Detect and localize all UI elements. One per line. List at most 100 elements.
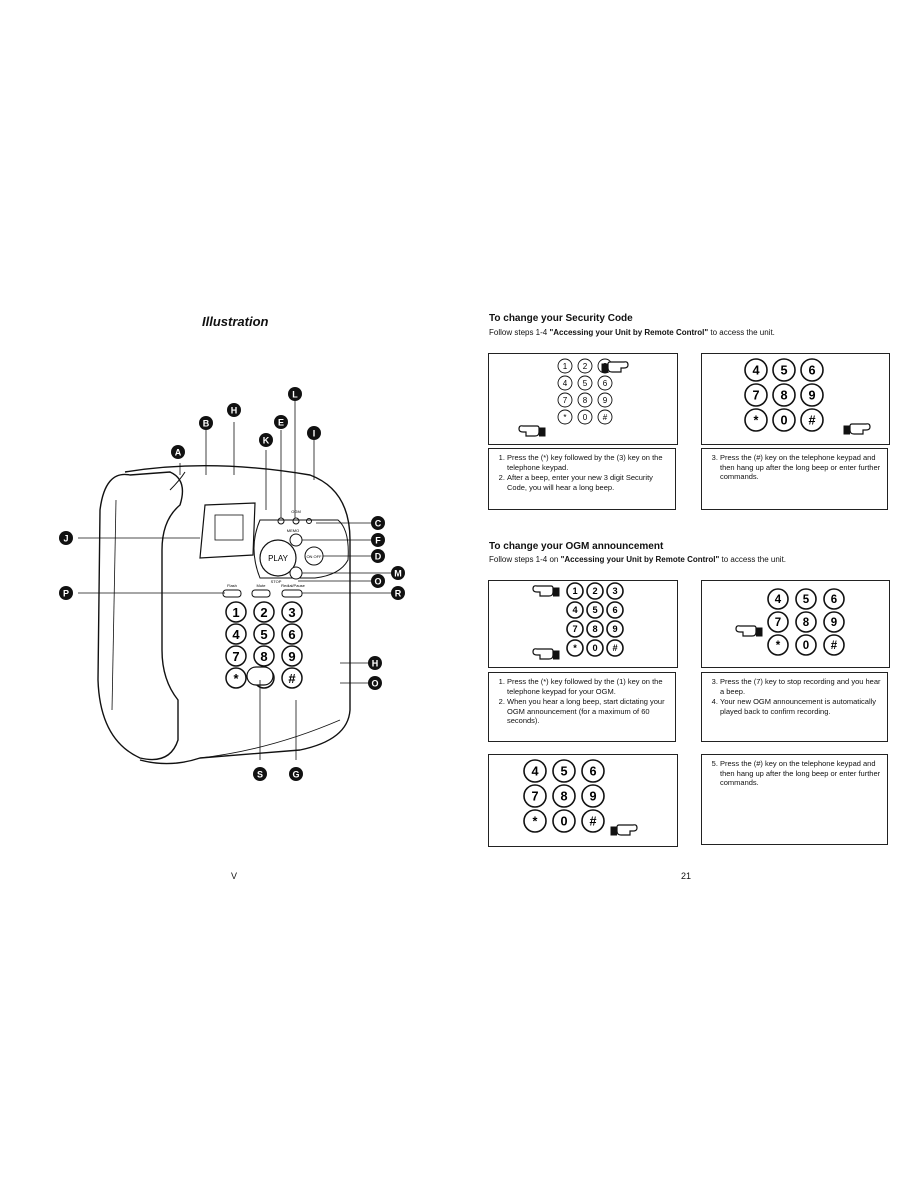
svg-text:1: 1 <box>232 605 239 620</box>
keypad-key: 0 <box>586 639 604 657</box>
svg-text:MEMO: MEMO <box>287 528 299 533</box>
svg-text:7: 7 <box>775 617 781 629</box>
svg-text:9: 9 <box>808 388 815 402</box>
keypad-key: * <box>566 639 584 657</box>
svg-text:J: J <box>63 534 68 544</box>
svg-text:6: 6 <box>288 627 295 642</box>
svg-text:4: 4 <box>775 594 782 606</box>
svg-text:#: # <box>808 413 815 427</box>
svg-text:4: 4 <box>531 764 538 778</box>
pointing-hand-icon <box>532 648 560 660</box>
svg-text:5: 5 <box>803 594 810 606</box>
phone-key: 8 <box>253 645 275 667</box>
svg-text:5: 5 <box>592 605 597 615</box>
svg-text:G: G <box>292 770 299 780</box>
svg-text:7: 7 <box>752 388 759 402</box>
keypad-key: 7 <box>523 784 547 808</box>
keypad-key: 8 <box>772 383 796 407</box>
svg-text:5: 5 <box>583 379 588 388</box>
keypad-key: # <box>597 409 613 425</box>
keypad-key: 4 <box>523 759 547 783</box>
phone-key: 5 <box>253 623 275 645</box>
svg-text:4: 4 <box>563 379 568 388</box>
callout-a: A <box>171 445 185 459</box>
section-title-security: To change your Security Code <box>489 313 633 324</box>
callout-k: K <box>259 433 273 447</box>
phone-key: 7 <box>225 645 247 667</box>
callout-h: H <box>227 403 241 417</box>
instruction-step: Press the (*) key followed by the (3) ke… <box>507 453 669 472</box>
instruction-step: Your new OGM announcement is automatical… <box>720 697 881 716</box>
keypad-key: 6 <box>597 375 613 391</box>
svg-text:4: 4 <box>572 605 578 615</box>
callout-i: I <box>307 426 321 440</box>
svg-text:*: * <box>233 671 239 686</box>
callout-l: L <box>288 387 302 401</box>
keypad-key: 6 <box>581 759 605 783</box>
keypad-key: 9 <box>823 611 845 633</box>
svg-text:F: F <box>375 536 381 546</box>
svg-text:2: 2 <box>592 586 597 596</box>
svg-text:PLAY: PLAY <box>268 554 289 563</box>
svg-text:STOP: STOP <box>271 579 282 584</box>
section-title-ogm: To change your OGM announcement <box>489 541 664 552</box>
pointing-hand-icon <box>610 824 638 836</box>
base-body <box>124 464 351 765</box>
handset <box>97 471 184 761</box>
keypad-key: # <box>606 639 624 657</box>
pointing-hand-icon <box>532 585 560 597</box>
keypad-key: 8 <box>586 620 604 638</box>
svg-text:3: 3 <box>612 586 617 596</box>
flash-button <box>222 589 242 598</box>
keypad-key: 0 <box>552 809 576 833</box>
keypad-key: 9 <box>597 392 613 408</box>
svg-text:*: * <box>563 413 566 422</box>
keypad-key: 7 <box>744 383 768 407</box>
keypad-key: 8 <box>577 392 593 408</box>
callout-d: D <box>371 549 385 563</box>
svg-text:2: 2 <box>260 605 267 620</box>
callout-m: M <box>391 566 405 580</box>
phone-key: 3 <box>281 601 303 623</box>
svg-text:9: 9 <box>589 789 596 803</box>
svg-text:6: 6 <box>808 363 815 377</box>
instruction-step: Press the (#) key on the telephone keypa… <box>720 759 881 788</box>
keypad-key: 4 <box>557 375 573 391</box>
keypad-key: 8 <box>552 784 576 808</box>
svg-text:A: A <box>175 448 182 458</box>
keypad-key: 4 <box>744 358 768 382</box>
svg-text:1: 1 <box>572 586 577 596</box>
keypad-key: * <box>744 408 768 432</box>
keypad-key: 6 <box>800 358 824 382</box>
svg-text:8: 8 <box>780 388 787 402</box>
pointing-hand-icon <box>518 425 546 437</box>
callout-o: O <box>371 574 385 588</box>
keypad-key: 7 <box>767 611 789 633</box>
svg-text:9: 9 <box>831 617 837 629</box>
callout-j: J <box>59 531 73 545</box>
keypad-key: 0 <box>772 408 796 432</box>
section-subtitle-ogm: Follow steps 1-4 on "Accessing your Unit… <box>489 555 787 564</box>
callout-g: G <box>289 767 303 781</box>
keypad-key: 6 <box>823 588 845 610</box>
phone-key: 1 <box>225 601 247 623</box>
svg-text:3: 3 <box>288 605 295 620</box>
instruction-step: When you hear a long beep, start dictati… <box>507 697 669 726</box>
svg-text:8: 8 <box>803 617 810 629</box>
svg-text:7: 7 <box>232 649 239 664</box>
phone-key: 6 <box>281 623 303 645</box>
keypad-key: * <box>557 409 573 425</box>
page-number-right: 21 <box>681 871 692 881</box>
svg-text:R: R <box>395 589 402 599</box>
keypad-key: 3 <box>606 582 624 600</box>
display-window <box>199 502 256 559</box>
svg-text:B: B <box>203 419 210 429</box>
svg-text:6: 6 <box>612 605 617 615</box>
svg-text:6: 6 <box>589 764 596 778</box>
callout-r: R <box>391 586 405 600</box>
